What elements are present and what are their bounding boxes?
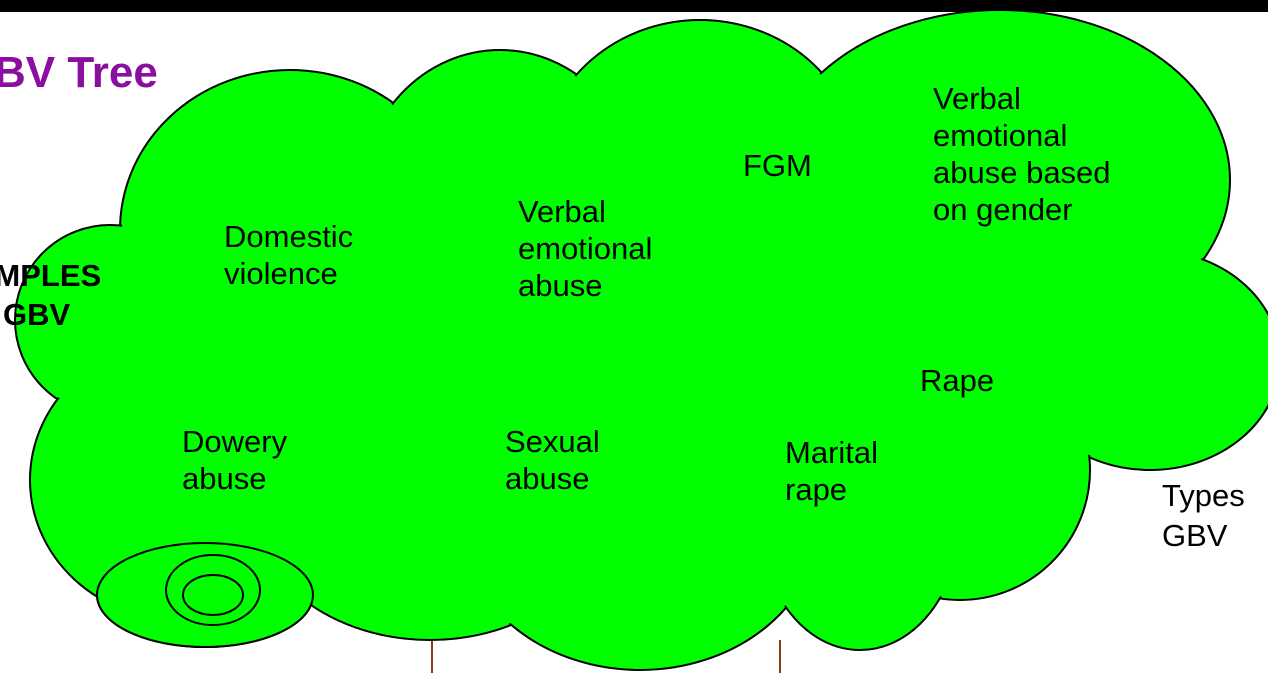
item-line: Verbal bbox=[518, 194, 606, 229]
item-domestic-violence: Domestic violence bbox=[224, 218, 353, 292]
item-line: emotional bbox=[933, 118, 1068, 153]
tree-canopy bbox=[14, 9, 1268, 671]
item-line: Dowery bbox=[182, 424, 288, 459]
item-line: FGM bbox=[743, 148, 812, 183]
top-bar bbox=[0, 0, 1268, 12]
item-line: abuse bbox=[518, 268, 603, 303]
item-line: abuse based bbox=[933, 155, 1111, 190]
item-line: violence bbox=[224, 256, 338, 291]
nest-ring-inner bbox=[182, 574, 244, 616]
examples-label-line2: GBV bbox=[3, 297, 71, 332]
diagram-title: BV Tree bbox=[0, 48, 158, 97]
types-label-line2: GBV bbox=[1162, 518, 1228, 553]
examples-label-line1: AMPLES bbox=[0, 258, 102, 293]
types-label: Types GBV bbox=[1162, 476, 1245, 556]
nest-ring-outer bbox=[165, 554, 261, 626]
item-line: rape bbox=[785, 472, 848, 507]
item-verbal-emotional-abuse: Verbal emotional abuse bbox=[518, 193, 652, 304]
item-rape: Rape bbox=[920, 362, 994, 399]
item-line: Rape bbox=[920, 363, 995, 398]
examples-label: AMPLES GBV bbox=[0, 256, 101, 334]
item-line: abuse bbox=[505, 461, 590, 496]
types-label-line1: Types bbox=[1162, 478, 1245, 513]
item-line: Domestic bbox=[224, 219, 354, 254]
item-dowery-abuse: Dowery abuse bbox=[182, 423, 287, 497]
item-line: Sexual bbox=[505, 424, 600, 459]
item-line: Verbal bbox=[933, 81, 1021, 116]
item-line: emotional bbox=[518, 231, 653, 266]
item-marital-rape: Marital rape bbox=[785, 434, 878, 508]
item-sexual-abuse: Sexual abuse bbox=[505, 423, 600, 497]
item-line: Marital bbox=[785, 435, 879, 470]
item-line: abuse bbox=[182, 461, 267, 496]
item-verbal-emotional-abuse-gender: Verbal emotional abuse based on gender bbox=[933, 80, 1111, 228]
item-fgm: FGM bbox=[743, 147, 812, 184]
item-line: on gender bbox=[933, 192, 1073, 227]
